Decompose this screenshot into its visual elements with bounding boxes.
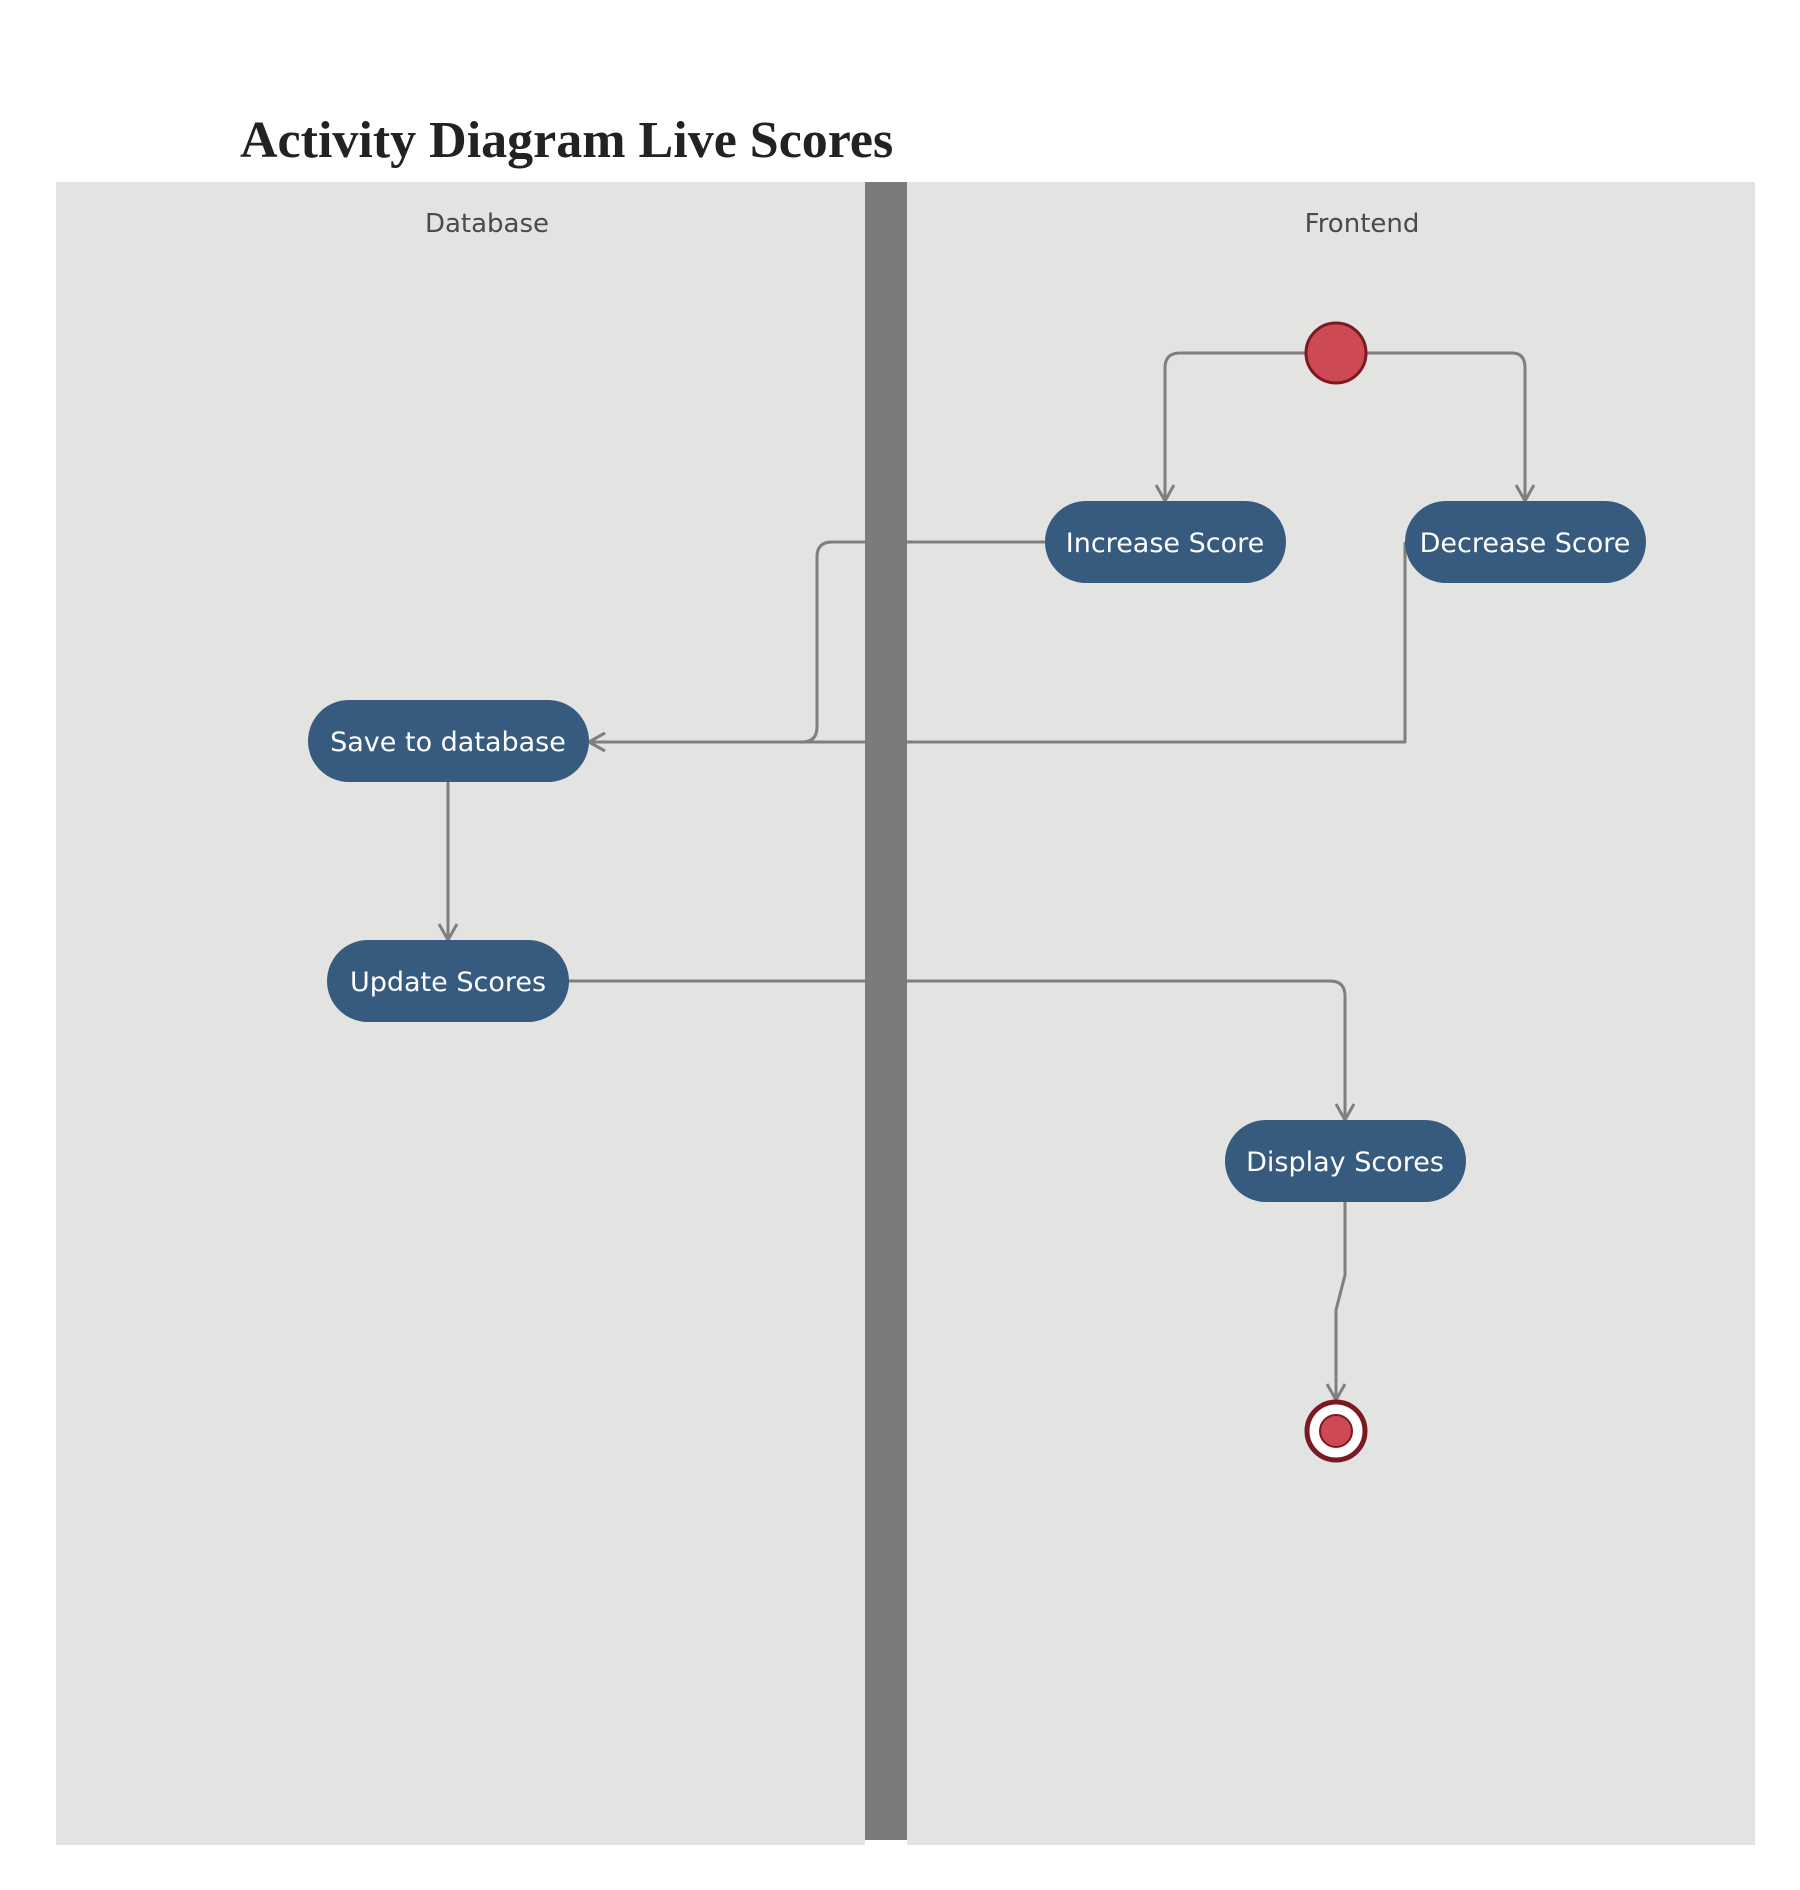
flow-display-to-end — [1336, 1200, 1347, 1400]
activity-label: Increase Score — [1066, 528, 1264, 559]
swimlane-divider — [865, 182, 907, 1840]
flow-update-to-display — [568, 979, 1345, 1120]
swimlane-label-frontend: Frontend — [1305, 209, 1420, 239]
activity-label: Decrease Score — [1420, 528, 1631, 559]
final-node — [1304, 1399, 1368, 1463]
activity-update-scores: Update Scores — [327, 940, 569, 1022]
initial-node — [1304, 321, 1368, 385]
flow-start-to-decrease — [1367, 351, 1525, 501]
flow-start-to-increase — [1165, 351, 1305, 501]
activity-label: Update Scores — [350, 967, 546, 998]
flow-decrease-to-save — [589, 542, 1407, 742]
activity-display-scores: Display Scores — [1225, 1120, 1466, 1202]
activity-label: Save to database — [330, 727, 566, 758]
activity-label: Display Scores — [1246, 1147, 1444, 1178]
activity-decrease-score: Decrease Score — [1405, 501, 1646, 583]
swimlane-label-database: Database — [425, 209, 549, 239]
activity-increase-score: Increase Score — [1045, 501, 1286, 583]
diagram-title: Activity Diagram Live Scores — [240, 112, 893, 169]
activity-save-to-database: Save to database — [308, 700, 589, 782]
swimlane-frontend — [907, 182, 1755, 1845]
